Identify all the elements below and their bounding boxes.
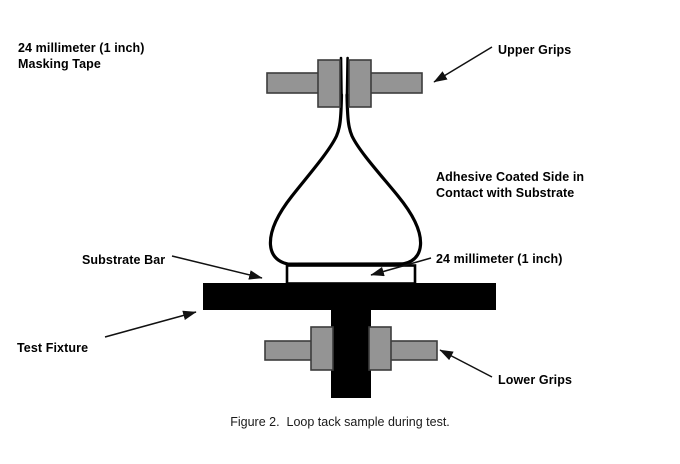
label-width-callout: 24 millimeter (1 inch) [436, 252, 563, 266]
label-masking-tape-line1: 24 millimeter (1 inch) [18, 41, 145, 55]
leader-upper-grips [433, 46, 493, 83]
label-upper-grips: Upper Grips [498, 43, 572, 57]
leader-width-callout [370, 257, 432, 277]
leader-lower-grips [439, 349, 493, 378]
leader-substrate-bar [171, 255, 263, 280]
label-test-fixture: Test Fixture [17, 341, 89, 355]
leader-test-fixture [104, 310, 197, 338]
upper-grip-right-jaw [348, 59, 372, 108]
lower-grip-left-arm [264, 340, 316, 361]
label-lower-grips: Lower Grips [498, 373, 573, 387]
label-masking-tape: 24 millimeter (1 inch) Masking Tape [18, 40, 145, 72]
lower-grips [264, 326, 438, 371]
label-masking-tape-line2: Masking Tape [18, 57, 101, 71]
label-substrate-bar: Substrate Bar [82, 253, 166, 267]
lower-grip-left-jaw [310, 326, 334, 371]
tape-loop [268, 56, 423, 266]
upper-grips [266, 59, 423, 108]
test-fixture [203, 283, 496, 398]
lower-grip-right-jaw [368, 326, 392, 371]
figure-caption: Figure 2. Loop tack sample during test. [230, 415, 450, 429]
label-adhesive-coated-side: Adhesive Coated Side in Contact with Subs… [436, 169, 584, 201]
upper-grip-left-jaw [317, 59, 341, 108]
label-adhesive-line2: Contact with Substrate [436, 186, 575, 200]
lower-grip-right-arm [386, 340, 438, 361]
label-adhesive-line1: Adhesive Coated Side in [436, 170, 585, 184]
